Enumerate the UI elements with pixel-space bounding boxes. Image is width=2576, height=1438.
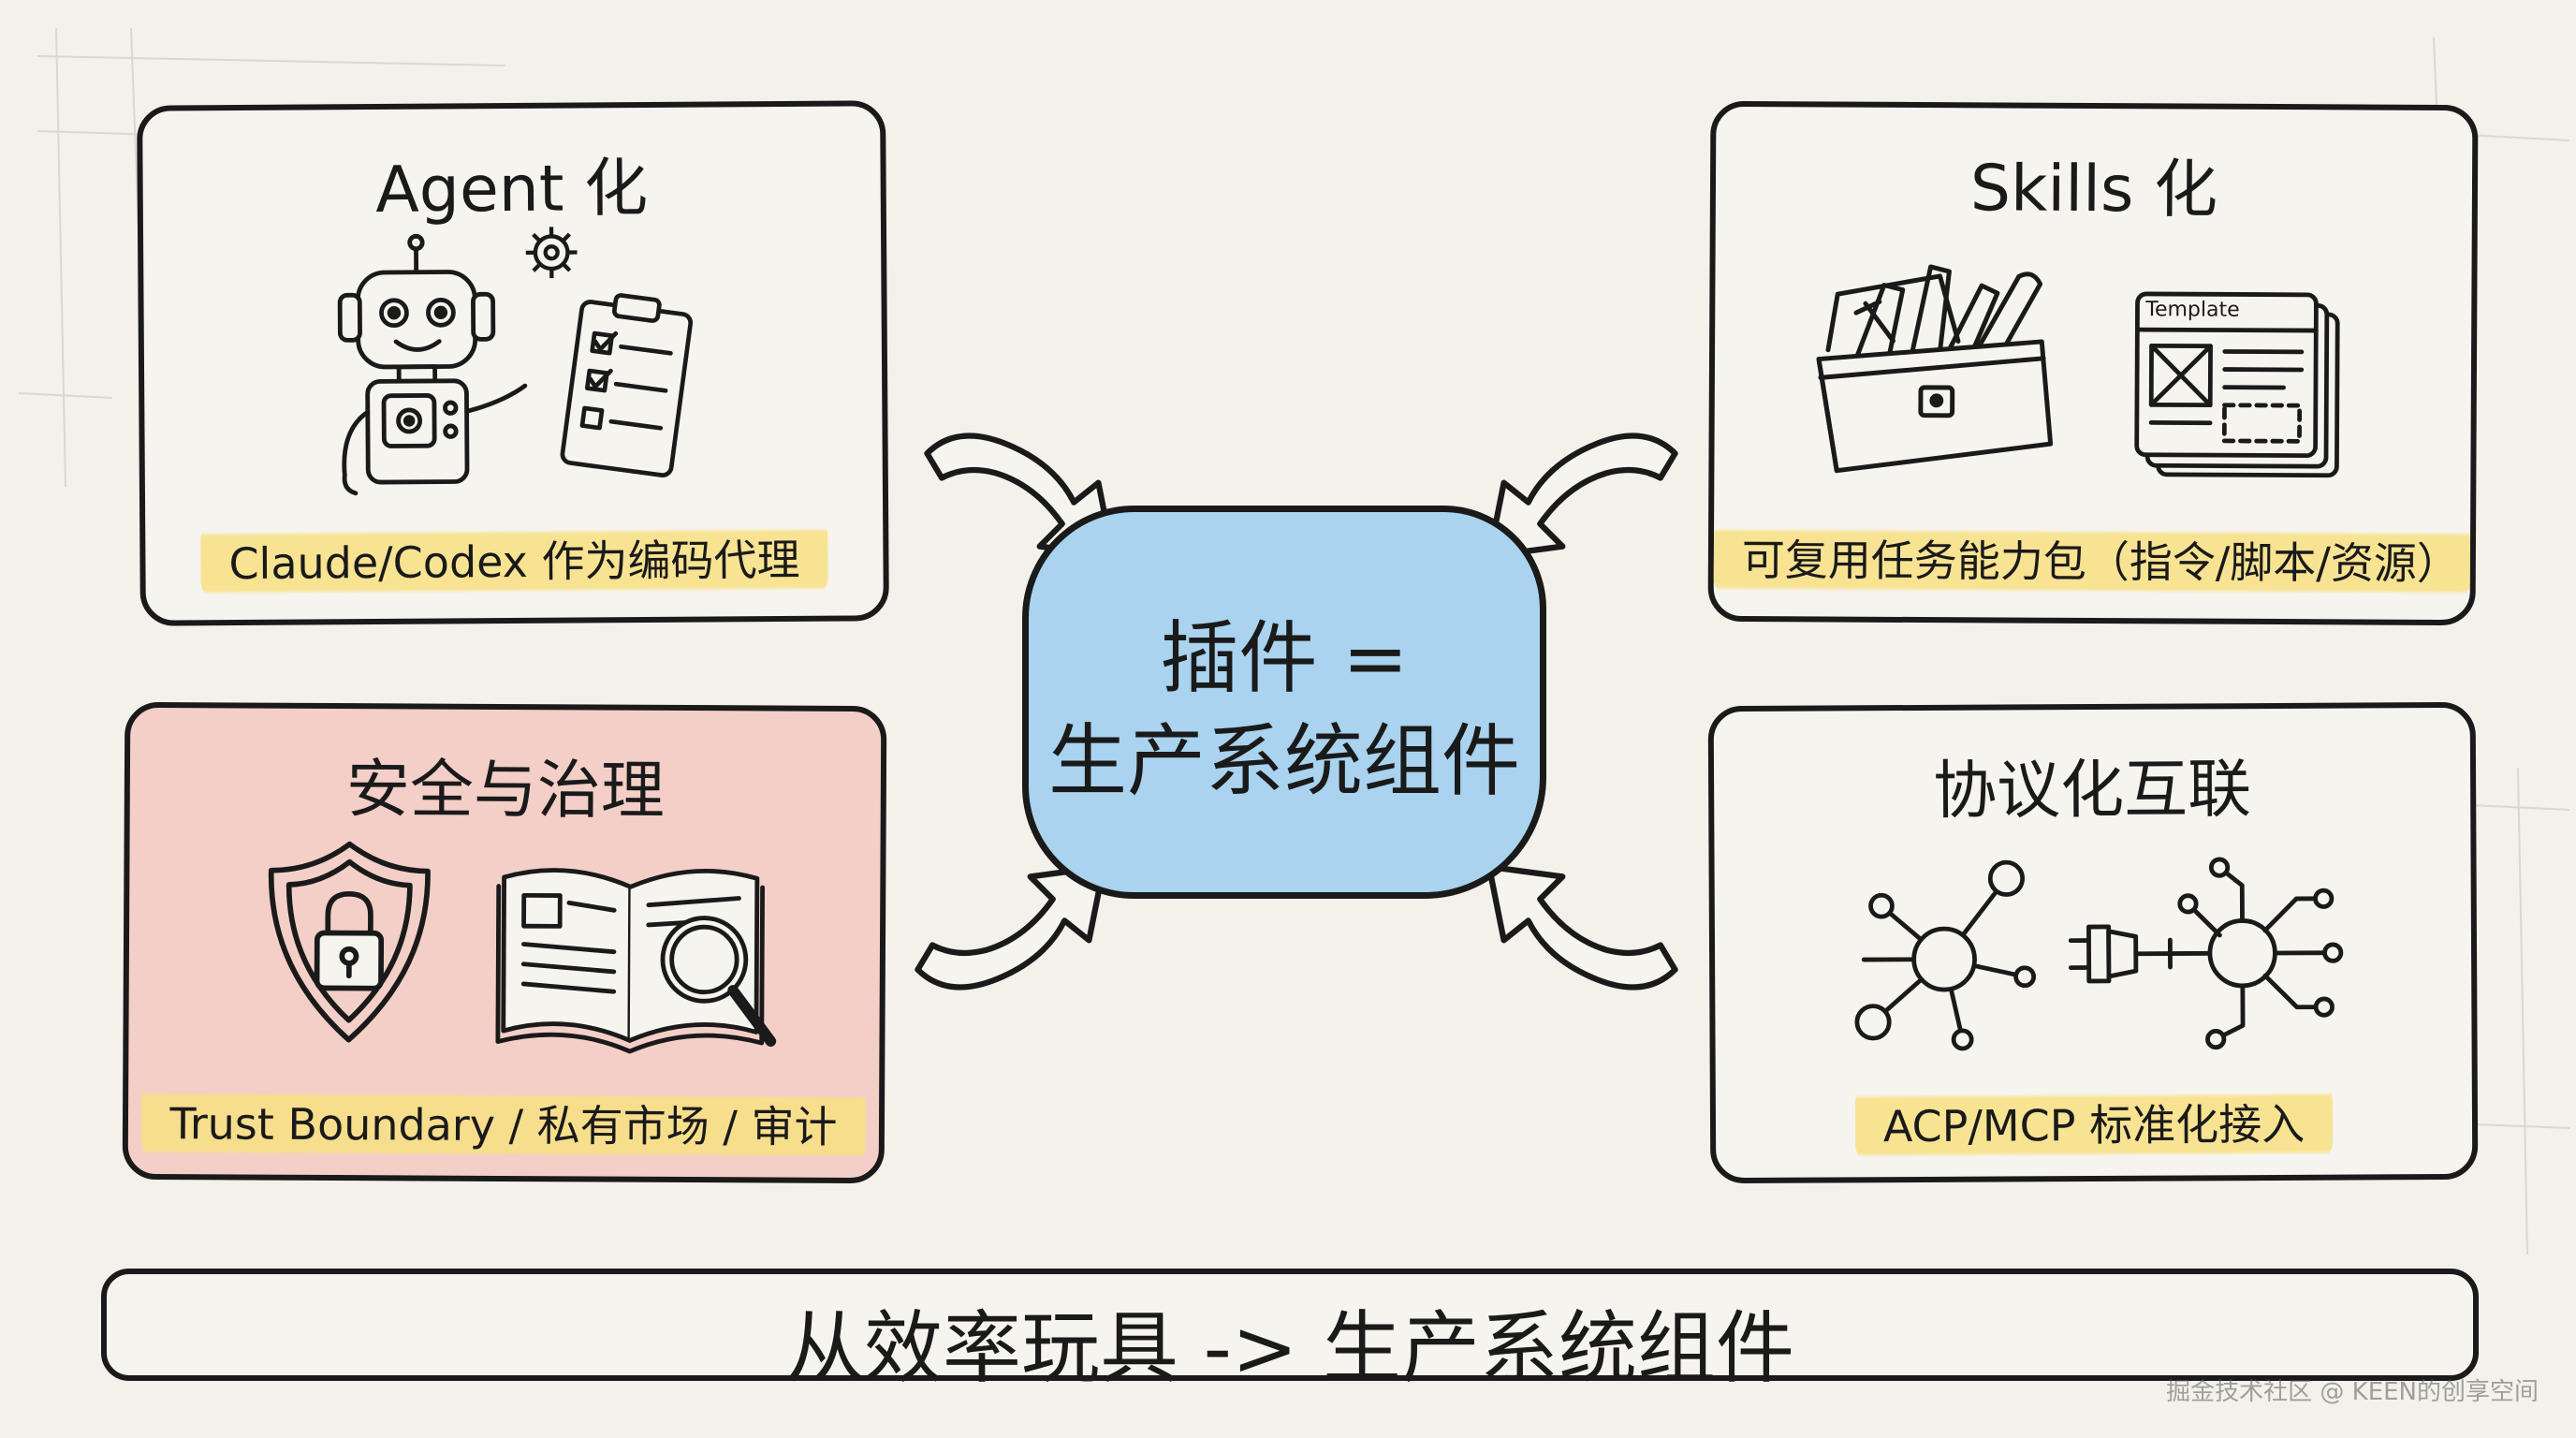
template-document-icon	[2134, 291, 2340, 478]
watermark: 掘金技术社区 @ KEEN的创享空间	[2166, 1378, 2539, 1406]
template-label: Template	[2145, 298, 2240, 322]
bottom-banner-text: 从效率玩具 -> 生产系统组件	[784, 1302, 1795, 1394]
arrow-from-security	[915, 863, 1107, 990]
card-skills-caption-text: 可复用任务能力包（指令/脚本/资源）	[1713, 518, 2471, 600]
open-book-magnifier-icon	[495, 868, 777, 1054]
gear-icon	[525, 227, 578, 279]
card-security-title: 安全与治理	[345, 753, 666, 829]
bottom-banner: 从效率玩具 -> 生产系统组件	[101, 1269, 2479, 1394]
network-node-icon	[1854, 859, 2037, 1051]
card-skills: Skills 化 T	[1707, 100, 2479, 626]
arrow-from-skills	[1486, 433, 1678, 560]
card-protocol-caption: ACP/MCP 标准化接入	[1716, 1082, 2472, 1163]
card-protocol-caption-text: ACP/MCP 标准化接入	[1854, 1082, 2334, 1163]
plug-connector-icon	[2068, 857, 2344, 1050]
arrow-from-protocol	[1486, 863, 1678, 990]
center-node: 插件 = 生产系统组件	[1022, 506, 1546, 899]
robot-icon	[337, 233, 528, 496]
arrow-from-agent	[924, 433, 1117, 560]
card-agent-title: Agent 化	[374, 151, 649, 228]
shield-lock-icon	[268, 841, 431, 1043]
card-security-caption: Trust Boundary / 私有市场 / 审计	[128, 1081, 879, 1164]
center-line2: 生产系统组件	[1047, 715, 1520, 807]
card-security-caption-text: Trust Boundary / 私有市场 / 审计	[141, 1081, 866, 1164]
clipboard-checklist-icon	[560, 293, 694, 477]
toolbox-icon	[1816, 264, 2054, 474]
card-protocol-title: 协议化互联	[1932, 753, 2252, 829]
card-agent: Agent 化	[137, 100, 889, 626]
card-security: 安全与治理 Trust Boundary / 私有	[122, 701, 887, 1184]
card-agent-caption: Claude/Codex 作为编码代理	[145, 518, 884, 600]
card-skills-title: Skills 化	[1969, 152, 2218, 227]
card-skills-caption: 可复用任务能力包（指令/脚本/资源）	[1713, 518, 2471, 600]
card-protocol: 协议化互联	[1707, 701, 2479, 1184]
card-agent-caption-text: Claude/Codex 作为编码代理	[200, 518, 828, 600]
center-line1: 插件 =	[1160, 612, 1409, 704]
